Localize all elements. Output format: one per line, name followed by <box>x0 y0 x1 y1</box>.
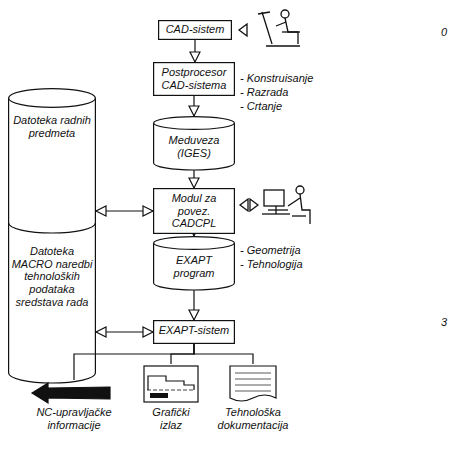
text-container: Datoteka radnih predmeta <box>8 88 96 153</box>
process-box: Postprocesor CAD-sistema <box>153 62 235 96</box>
data-cylinder: EXAPT program <box>153 236 235 290</box>
text-container: NC-upravljačke informacije <box>28 380 120 431</box>
node-text: EXAPT-sistem <box>156 324 232 337</box>
page-number: 3 <box>441 316 447 329</box>
pointer-triangle <box>250 199 258 211</box>
process-box: EXAPT-sistem <box>153 320 235 344</box>
output-symbol: Tehnološka dokumentacija <box>210 364 296 432</box>
side-note: - Crtanje <box>240 100 282 113</box>
data-cylinder: Datoteka MACRO naredbi tehnoloških podat… <box>8 223 96 383</box>
node-text: Datoteka radnih predmeta <box>11 114 93 139</box>
node-text: Tehnološka dokumentacija <box>213 406 293 431</box>
data-cylinder: Meduveza (IGES) <box>153 116 235 170</box>
node-text: CAD-sistem <box>161 23 229 36</box>
text-container: CAD-sistem <box>158 20 232 39</box>
data-cylinder: Datoteka radnih predmeta <box>8 88 96 233</box>
node-text: Grafički izlaz <box>141 406 201 431</box>
side-note: - Geometrija <box>240 244 301 257</box>
node-outline <box>8 88 96 233</box>
designer-figure <box>239 10 300 46</box>
node-text: NC-upravljačke informacije <box>31 406 117 431</box>
node-text: Modul za povez. CADCPL <box>156 192 232 230</box>
flow-connector <box>194 344 253 364</box>
flow-connector <box>193 170 194 188</box>
side-note: - Konstruisanje <box>240 72 313 85</box>
text-container: Datoteka MACRO naredbi tehnoloških podat… <box>8 223 96 322</box>
pointer-triangle <box>239 24 247 36</box>
node-text: Meduveza (IGES) <box>156 134 232 159</box>
flow-connector <box>193 290 194 320</box>
node-text: EXAPT program <box>156 254 232 279</box>
node-text: Datoteka MACRO naredbi tehnoloških podat… <box>11 245 93 308</box>
text-container: Grafički izlaz <box>138 364 204 431</box>
flow-connector <box>194 40 195 62</box>
process-box: CAD-sistem <box>158 20 232 40</box>
text-container: Meduveza (IGES) <box>153 116 235 169</box>
text-container: EXAPT program <box>153 236 235 289</box>
flow-connector <box>96 331 153 332</box>
output-symbol: NC-upravljačke informacije <box>28 380 120 432</box>
node-text: Postprocesor CAD-sistema <box>156 66 232 91</box>
operator-figure <box>240 186 310 224</box>
flow-connector <box>193 96 194 116</box>
text-container: Modul za povez. CADCPL <box>153 188 235 234</box>
side-note: - Razrada <box>240 86 288 99</box>
flow-connector <box>171 344 194 364</box>
text-container: EXAPT-sistem <box>153 320 235 341</box>
text-container: Tehnološka dokumentacija <box>210 364 296 431</box>
flow-connector <box>96 210 153 211</box>
text-container: Postprocesor CAD-sistema <box>153 62 235 95</box>
flow-connector <box>193 234 194 236</box>
page-number: 0 <box>441 26 447 39</box>
process-box: Modul za povez. CADCPL <box>153 188 235 234</box>
side-note: - Tehnologija <box>240 258 303 271</box>
pointer-triangle <box>240 199 248 211</box>
output-symbol: Grafički izlaz <box>138 364 204 432</box>
